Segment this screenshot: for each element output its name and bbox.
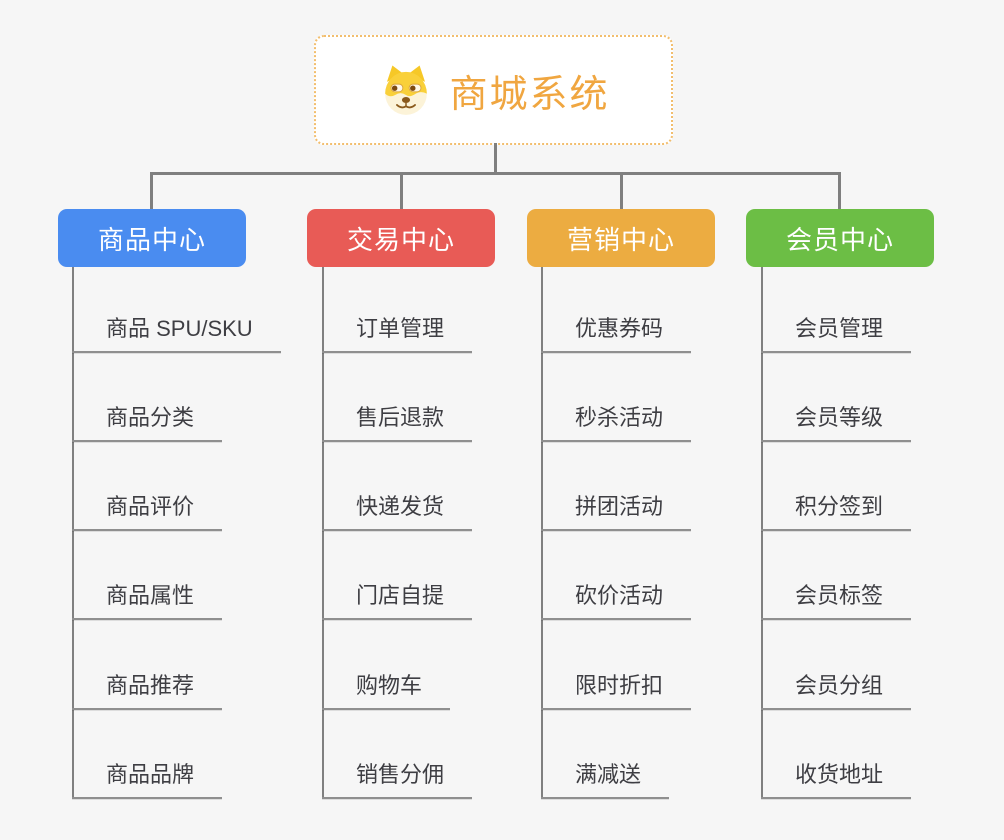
leaf-node-member-tag[interactable]: 会员标签 [761,583,912,620]
leaf-node-bargain-activity[interactable]: 砍价活动 [541,583,692,620]
leaf-node-order-management[interactable]: 订单管理 [322,316,473,353]
branch-header-marketing-center[interactable]: 营销中心 [527,209,715,267]
leaf-node-product-spu-sku[interactable]: 商品 SPU/SKU [72,316,281,353]
leaf-node-product-brand[interactable]: 商品品牌 [72,762,223,799]
connector-spine [150,172,841,175]
connector-root-stub [494,143,497,174]
leaf-node-aftersale-refund[interactable]: 售后退款 [322,405,473,442]
leaf-node-coupon-code[interactable]: 优惠券码 [541,316,692,353]
leaf-node-flash-sale[interactable]: 秒杀活动 [541,405,692,442]
leaf-node-member-management[interactable]: 会员管理 [761,316,912,353]
branch-trunk-marketing [541,267,543,799]
leaf-node-sales-commission[interactable]: 销售分佣 [322,762,473,799]
leaf-node-product-category[interactable]: 商品分类 [72,405,223,442]
branch-header-trade-center[interactable]: 交易中心 [307,209,495,267]
leaf-node-product-review[interactable]: 商品评价 [72,494,223,531]
leaf-node-full-reduction[interactable]: 满减送 [541,762,670,799]
leaf-node-group-buy[interactable]: 拼团活动 [541,494,692,531]
connector-drop-marketing [620,172,623,210]
branch-header-product-center[interactable]: 商品中心 [58,209,246,267]
branch-header-member-center[interactable]: 会员中心 [746,209,934,267]
leaf-node-product-attribute[interactable]: 商品属性 [72,583,223,620]
connector-drop-product [150,172,153,210]
leaf-node-product-recommend[interactable]: 商品推荐 [72,673,223,710]
leaf-node-limited-time-discount[interactable]: 限时折扣 [541,673,692,710]
connector-drop-trade [400,172,403,210]
branch-trunk-product [72,267,74,799]
connector-drop-member [838,172,841,210]
leaf-node-express-delivery[interactable]: 快递发货 [322,494,473,531]
leaf-node-member-level[interactable]: 会员等级 [761,405,912,442]
branch-trunk-member [761,267,763,799]
doge-icon [377,62,435,118]
root-title: 商城系统 [449,73,610,116]
leaf-node-shopping-cart[interactable]: 购物车 [322,673,451,710]
leaf-node-shipping-address[interactable]: 收货地址 [761,762,912,799]
leaf-node-points-checkin[interactable]: 积分签到 [761,494,912,531]
branch-trunk-trade [322,267,324,799]
leaf-node-store-pickup[interactable]: 门店自提 [322,583,473,620]
root-node[interactable]: 商城系统 [314,35,673,145]
leaf-node-member-group[interactable]: 会员分组 [761,673,912,710]
